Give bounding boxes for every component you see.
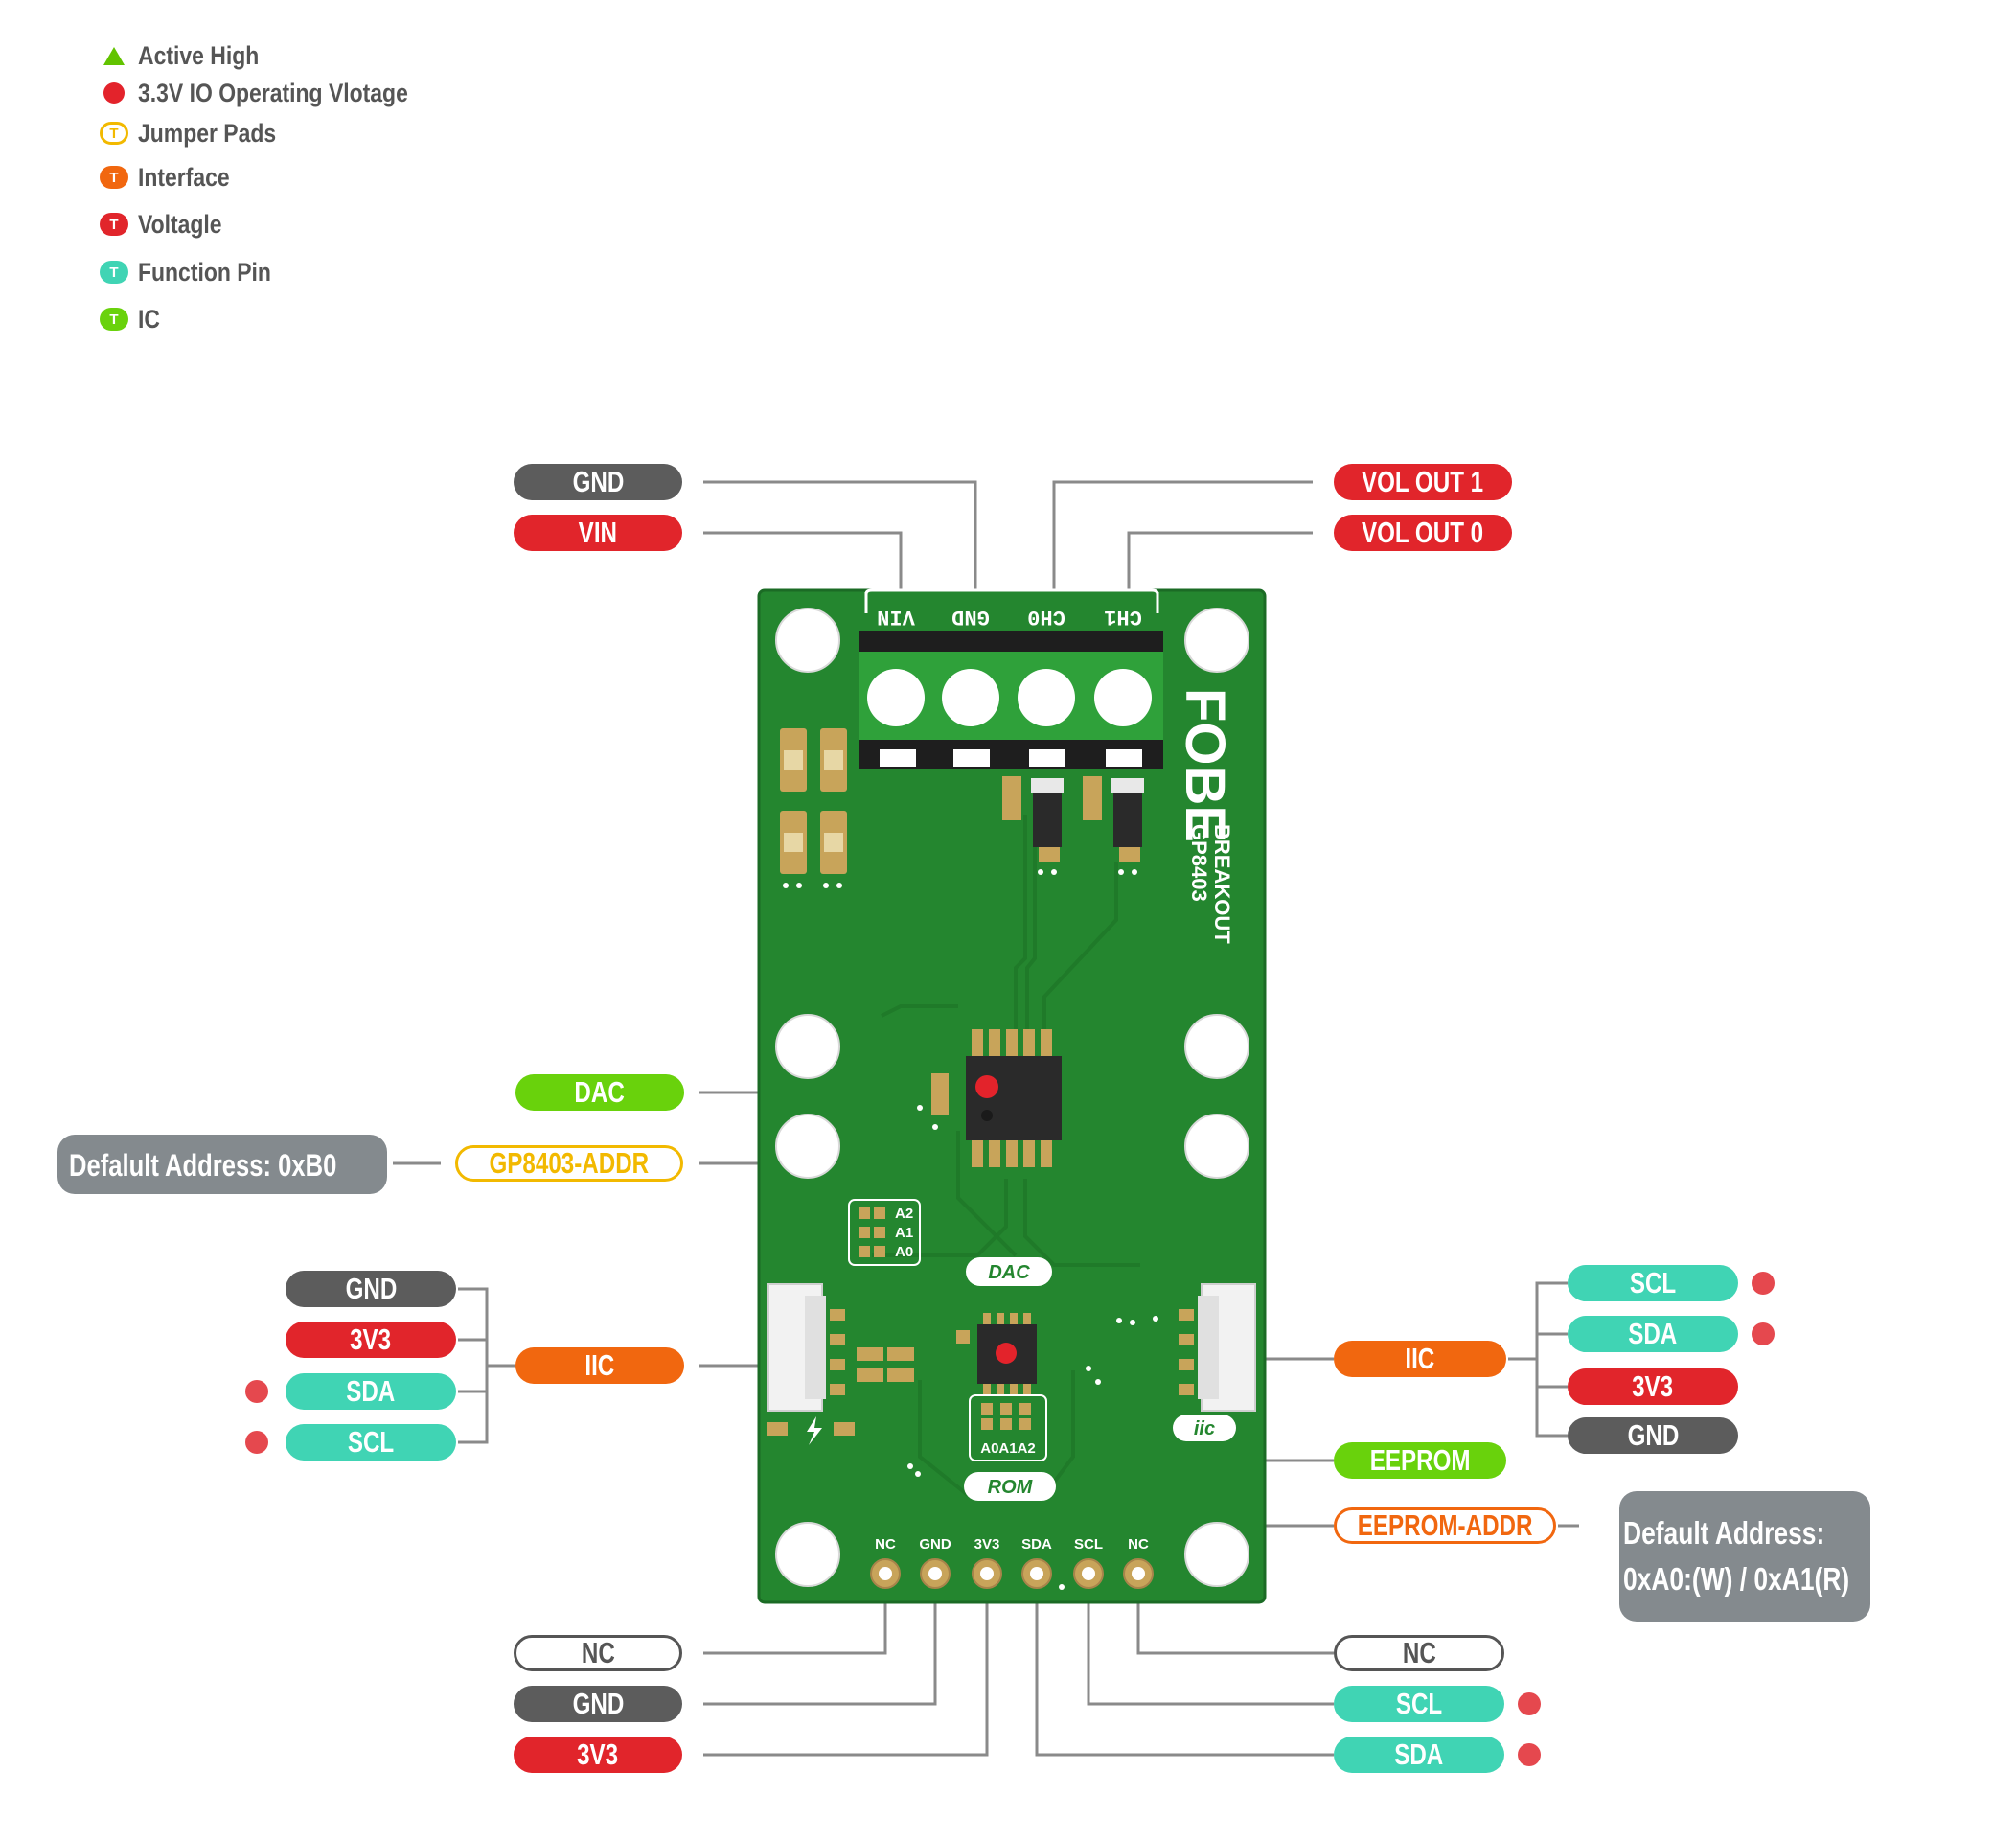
legend-item-voltage: T Voltagle bbox=[100, 207, 237, 242]
label-right-scl: SCL bbox=[1568, 1265, 1738, 1301]
terminal-label-gnd: GND bbox=[951, 605, 990, 629]
io-voltage-dot-icon bbox=[245, 1380, 268, 1403]
label-bottom-nc-left: NC bbox=[514, 1635, 682, 1671]
svg-text:DAC: DAC bbox=[988, 1262, 1030, 1283]
legend-item-interface: T Interface bbox=[100, 160, 246, 195]
svg-text:FOBE: FOBE bbox=[1174, 688, 1236, 842]
iic-connector-right bbox=[1116, 1283, 1256, 1412]
io-voltage-dot-icon bbox=[1752, 1322, 1775, 1346]
note-eeprom-default-address: Default Address: 0xA0:(W) / 0xA1(R) bbox=[1619, 1491, 1870, 1622]
label-bottom-sda: SDA bbox=[1334, 1736, 1504, 1773]
silk-labels: DAC iic ROM bbox=[964, 1257, 1236, 1501]
legend-label: Function Pin bbox=[138, 257, 271, 287]
label-top-vin: VIN bbox=[514, 515, 682, 551]
svg-text:A0A1A2: A0A1A2 bbox=[980, 1440, 1036, 1457]
header-pins: NC GND 3V3 SDA SCL NC bbox=[870, 1536, 1154, 1590]
svg-text:SCL: SCL bbox=[1074, 1536, 1103, 1552]
label-bottom-3v3: 3V3 bbox=[514, 1736, 682, 1773]
label-vol-out-1: VOL OUT 1 bbox=[1334, 464, 1512, 500]
terminal-block: VIN GND CH0 CH1 bbox=[859, 588, 1163, 769]
label-gp8403-addr: GP8403-ADDR bbox=[455, 1145, 683, 1182]
io-voltage-dot-icon bbox=[1752, 1272, 1775, 1295]
label-left-3v3: 3V3 bbox=[286, 1322, 456, 1358]
eeprom-address-pads: A0A1A2 bbox=[969, 1394, 1047, 1461]
label-right-gnd: GND bbox=[1568, 1417, 1738, 1454]
triangle-icon bbox=[103, 46, 125, 65]
svg-text:A1: A1 bbox=[895, 1225, 913, 1241]
svg-text:GND: GND bbox=[919, 1536, 951, 1552]
brand-logo: FOBE BREAKOUT GP8403 bbox=[1174, 688, 1236, 944]
label-dac: DAC bbox=[515, 1074, 684, 1111]
terminal-label-ch0: CH0 bbox=[1027, 605, 1065, 629]
legend-label: Active High bbox=[138, 40, 260, 70]
io-voltage-dot-icon bbox=[1518, 1743, 1541, 1766]
dac-address-pads: A2 A1 A0 bbox=[848, 1199, 921, 1266]
dac-chip bbox=[917, 1029, 1062, 1167]
label-left-gnd: GND bbox=[286, 1271, 456, 1307]
function-pin-icon: T bbox=[100, 261, 128, 284]
legend-label: Voltagle bbox=[138, 209, 222, 239]
pcb-board: VIN GND CH0 CH1 bbox=[757, 588, 1267, 1604]
label-right-iic: IIC bbox=[1334, 1341, 1506, 1377]
legend-item-jumper-pads: T Jumper Pads bbox=[100, 116, 301, 150]
terminal-label-ch1: CH1 bbox=[1104, 605, 1142, 629]
ic-icon: T bbox=[100, 308, 128, 331]
svg-text:A0: A0 bbox=[895, 1244, 913, 1260]
svg-text:iic: iic bbox=[1194, 1418, 1215, 1439]
legend-label: Interface bbox=[138, 162, 230, 192]
svg-text:NC: NC bbox=[875, 1536, 896, 1552]
label-bottom-scl: SCL bbox=[1334, 1686, 1504, 1722]
diodes bbox=[1002, 776, 1144, 875]
label-left-sda: SDA bbox=[286, 1373, 456, 1410]
label-bottom-gnd: GND bbox=[514, 1686, 682, 1722]
svg-text:ROM: ROM bbox=[988, 1477, 1034, 1498]
label-left-scl: SCL bbox=[286, 1424, 456, 1460]
lightning-icon bbox=[807, 1416, 822, 1445]
label-left-iic: IIC bbox=[515, 1347, 684, 1384]
legend-label: Jumper Pads bbox=[138, 118, 277, 148]
eeprom-chip bbox=[907, 1313, 1101, 1477]
svg-text:BREAKOUT: BREAKOUT bbox=[1210, 824, 1234, 944]
svg-text:3V3: 3V3 bbox=[974, 1536, 1000, 1552]
io-voltage-dot-icon bbox=[245, 1431, 268, 1454]
label-bottom-nc-right: NC bbox=[1334, 1635, 1504, 1671]
label-top-gnd: GND bbox=[514, 464, 682, 500]
legend-label: IC bbox=[138, 304, 160, 334]
voltage-icon: T bbox=[100, 213, 128, 236]
note-dac-default-address: Defalult Address: 0xB0 bbox=[57, 1135, 387, 1194]
legend-label: 3.3V IO Operating Vlotage bbox=[138, 78, 408, 107]
dot-icon bbox=[103, 82, 125, 104]
svg-text:NC: NC bbox=[1128, 1536, 1149, 1552]
capacitors-left bbox=[780, 728, 847, 888]
legend-item-ic: T IC bbox=[100, 302, 164, 336]
svg-text:GP8403: GP8403 bbox=[1187, 824, 1211, 902]
jumper-pads-icon: T bbox=[100, 122, 128, 145]
label-right-sda: SDA bbox=[1568, 1316, 1738, 1352]
label-eeprom: EEPROM bbox=[1334, 1442, 1506, 1479]
iic-connector-left bbox=[767, 1283, 914, 1445]
mounting-holes bbox=[775, 608, 1249, 1587]
interface-icon: T bbox=[100, 166, 128, 189]
label-vol-out-0: VOL OUT 0 bbox=[1334, 515, 1512, 551]
io-voltage-dot-icon bbox=[1518, 1692, 1541, 1715]
svg-text:A2: A2 bbox=[895, 1206, 913, 1222]
legend-item-function-pin: T Function Pin bbox=[100, 255, 294, 289]
label-right-3v3: 3V3 bbox=[1568, 1368, 1738, 1405]
label-eeprom-addr: EEPROM-ADDR bbox=[1334, 1507, 1556, 1544]
svg-text:SDA: SDA bbox=[1021, 1536, 1052, 1552]
legend-item-active-high: Active High bbox=[100, 38, 281, 73]
terminal-label-vin: VIN bbox=[877, 605, 915, 629]
legend-item-io-voltage: 3.3V IO Operating Vlotage bbox=[100, 76, 456, 110]
